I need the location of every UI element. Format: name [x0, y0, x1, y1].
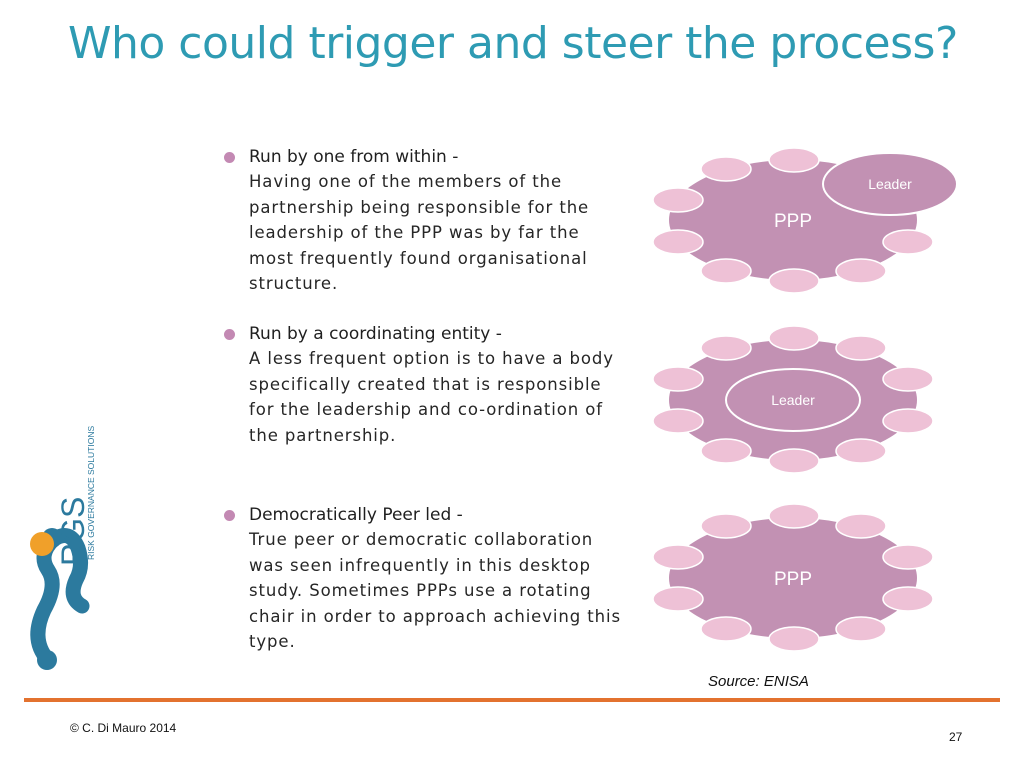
bullet-heading: Democratically Peer led - [249, 505, 463, 525]
seat [652, 366, 704, 392]
seat [768, 147, 820, 173]
logo-tagline: RISK GOVERNANCE SOLUTIONS [86, 426, 96, 560]
bullet-dot [224, 329, 235, 340]
seat [652, 586, 704, 612]
copyright-notice: © C. Di Mauro 2014 [70, 721, 177, 735]
seat [652, 408, 704, 434]
leader-seat [822, 152, 958, 216]
bullet-dot [224, 510, 235, 521]
bullet-text: A less frequent option is to have a body… [249, 349, 614, 445]
seat [700, 335, 752, 361]
center-label: PPP [774, 569, 812, 590]
seat [700, 616, 752, 642]
bullet-dot [224, 152, 235, 163]
ppp-diagram-internal-leader: Leader PPP [652, 147, 958, 294]
seats [652, 503, 934, 652]
seats [652, 325, 934, 474]
rgs-logo: RGS RISK GOVERNANCE SOLUTIONS [30, 426, 96, 670]
leader-label: Leader [868, 176, 912, 192]
footer-divider [24, 698, 1000, 702]
bullet-text: True peer or democratic collaboration wa… [249, 530, 621, 651]
table-ellipse [669, 518, 917, 638]
logo-orange-dot [30, 532, 54, 556]
seat [652, 187, 704, 213]
slide-title: Who could trigger and steer the process? [68, 18, 958, 69]
seat [835, 258, 887, 284]
page-number: 27 [949, 730, 963, 744]
logo-letters: RGS [55, 497, 91, 566]
bullet-heading: Run by one from within - [249, 147, 459, 167]
seat [768, 503, 820, 529]
seat [700, 438, 752, 464]
seat [700, 156, 752, 182]
seat [835, 335, 887, 361]
bullet-text: Having one of the members of the partner… [249, 172, 590, 293]
leader-label: Leader [771, 392, 815, 408]
center-label: PPP [774, 211, 812, 232]
seat [768, 268, 820, 294]
seat [835, 616, 887, 642]
source-citation: Source: ENISA [708, 673, 809, 690]
ppp-diagram-peer-led: PPP [652, 503, 934, 652]
seat [835, 513, 887, 539]
seat [882, 408, 934, 434]
seat [652, 544, 704, 570]
seat [768, 626, 820, 652]
bullet-heading: Run by a coordinating entity - [249, 324, 502, 344]
seat [652, 229, 704, 255]
bullet-item: Run by one from within - Having one of t… [224, 145, 624, 297]
seat [882, 586, 934, 612]
seat [768, 448, 820, 474]
logo-swoosh-node [37, 650, 57, 670]
seat [768, 325, 820, 351]
seat [835, 438, 887, 464]
seat [882, 544, 934, 570]
seat [882, 366, 934, 392]
seat [700, 258, 752, 284]
bullet-item: Democratically Peer led - True peer or d… [224, 503, 624, 655]
seat [882, 229, 934, 255]
seats [652, 147, 934, 294]
bullet-item: Run by a coordinating entity - A less fr… [224, 322, 624, 448]
leader-seat [725, 368, 861, 432]
seat [700, 513, 752, 539]
ppp-diagram-coordinating-entity: Leader [652, 325, 934, 474]
